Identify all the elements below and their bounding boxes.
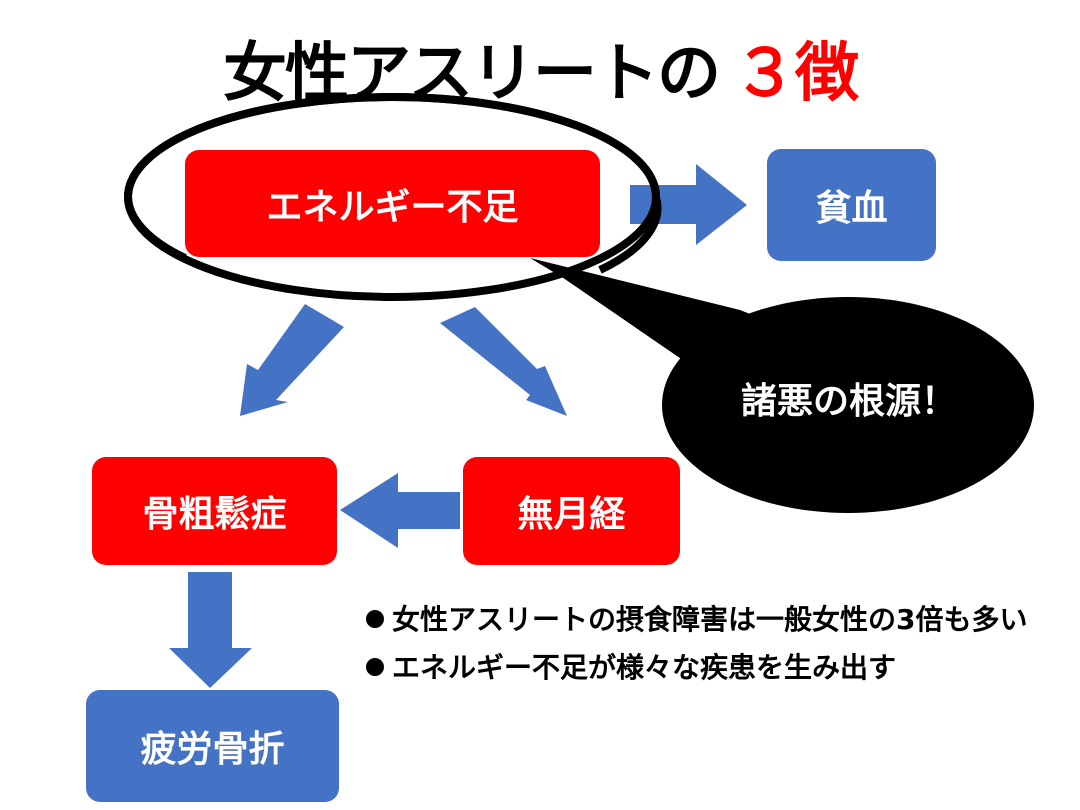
node-energy-deficiency: エネルギー不足: [185, 150, 600, 257]
arrow-down-right-to-amenorrhea: [440, 307, 567, 416]
arrow-left-to-osteoporosis: [340, 473, 460, 548]
node-stress-fracture: 疲労骨折: [86, 690, 339, 802]
arrow-right-to-anemia: [630, 164, 747, 245]
arrow-down-to-stress-fracture: [169, 572, 252, 688]
node-anemia-label: 貧血: [815, 188, 888, 229]
callout-bubble: [530, 258, 1034, 513]
node-amenorrhea-label: 無月経: [517, 494, 626, 535]
node-osteoporosis: 骨粗鬆症: [92, 457, 337, 565]
node-anemia: 貧血: [767, 149, 936, 261]
bullet-list: 女性アスリートの摂食障害は一般女性の3倍も多い エネルギー不足が様々な疾患を生み…: [366, 596, 1028, 692]
bullet-dot-icon: [366, 658, 384, 676]
bullet-dot-icon: [366, 610, 384, 628]
title-accent: ３徴: [733, 37, 859, 111]
bullet-text: エネルギー不足が様々な疾患を生み出す: [392, 651, 897, 684]
node-stress-fracture-label: 疲労骨折: [140, 729, 285, 770]
node-energy-label: エネルギー不足: [266, 186, 519, 228]
node-amenorrhea: 無月経: [463, 457, 680, 565]
bullet-text: 女性アスリートの摂食障害は一般女性の3倍も多い: [392, 603, 1028, 636]
callout-text: 諸悪の根源！: [740, 381, 957, 422]
bullet-item: 女性アスリートの摂食障害は一般女性の3倍も多い: [366, 596, 1028, 644]
node-osteoporosis-label: 骨粗鬆症: [142, 494, 287, 535]
bullet-item: エネルギー不足が様々な疾患を生み出す: [366, 644, 1028, 692]
arrow-down-left-to-osteoporosis: [240, 304, 344, 416]
